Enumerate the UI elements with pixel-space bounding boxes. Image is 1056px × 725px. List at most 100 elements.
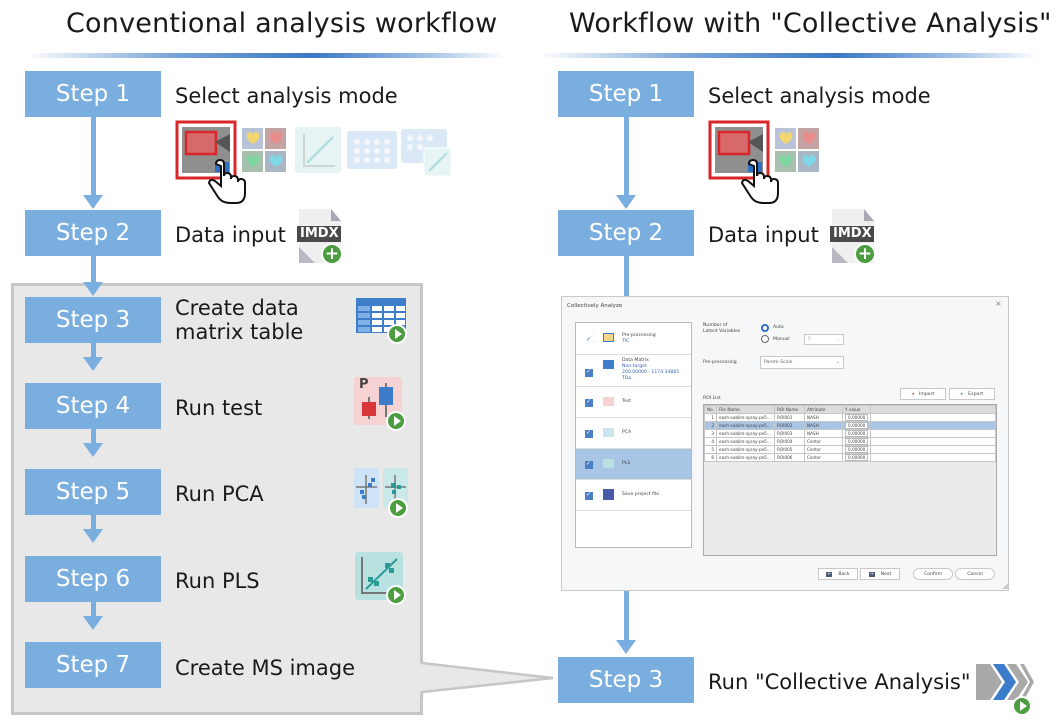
- chevron-down-icon: ⌄: [836, 337, 840, 342]
- pca-icon: [354, 468, 412, 524]
- left-step-5: Step 5: [25, 469, 161, 515]
- list-item-title: Data Matrix: [622, 358, 649, 363]
- checkbox[interactable]: [585, 491, 593, 500]
- dialog-title: Collectively Analyze: [567, 303, 623, 309]
- y-value-input[interactable]: 0.00000: [845, 454, 869, 461]
- cell-y-value: 0.00000: [841, 453, 872, 462]
- right-step-1-text: Select analysis mode: [708, 84, 931, 108]
- next-button[interactable]: → Next: [860, 568, 900, 580]
- import-button-label: Import: [919, 391, 935, 397]
- y-value-input[interactable]: 0.00000: [845, 414, 869, 421]
- arrow-down-icon: [83, 282, 103, 296]
- data-matrix-icon: [603, 360, 614, 369]
- column-header-roi-name[interactable]: ROI Name: [774, 405, 805, 414]
- imdx-file-label: IMDX: [300, 226, 339, 241]
- run-icon: [1012, 696, 1032, 716]
- column-header-no[interactable]: No.: [704, 405, 717, 414]
- analysis-mode-icon-set: [175, 120, 452, 204]
- resize-grip[interactable]: [1002, 583, 1008, 589]
- analysis-mode-icons-collective: [708, 120, 828, 219]
- cell-file-name: eash-sublim-spray-pe5...: [716, 453, 775, 462]
- y-value-input[interactable]: 0.00000: [845, 430, 869, 437]
- run-icon: [386, 411, 406, 431]
- checkbox[interactable]: [585, 429, 593, 438]
- cell-attribute: NASH: [804, 413, 843, 422]
- column-header-attribute[interactable]: Attribute: [804, 405, 843, 414]
- column-header-file-name[interactable]: File Name: [716, 405, 775, 414]
- preprocessing-value: Pareto Scale: [764, 360, 793, 365]
- export-button[interactable]: ▸Export: [949, 388, 995, 400]
- cell-y-value: 0.00000: [841, 437, 872, 446]
- list-item-title: PLS: [622, 461, 631, 466]
- cell-file-name: eash-sublim-spray-pe5...: [716, 437, 775, 446]
- arrow-down-icon: [616, 195, 636, 209]
- cancel-button[interactable]: Cancel: [955, 568, 995, 580]
- radio-auto[interactable]: [761, 324, 769, 332]
- y-value-input[interactable]: 0.00000: [845, 422, 869, 429]
- test-icon: P: [354, 377, 412, 435]
- y-value-input[interactable]: 0.00000: [845, 438, 869, 445]
- back-button[interactable]: ←Back: [818, 568, 858, 580]
- test-icon-letter: P: [359, 377, 369, 392]
- list-item-pls[interactable]: PLS: [576, 449, 691, 480]
- connector: [624, 256, 629, 296]
- latent-count-select[interactable]: 5⌄: [804, 334, 844, 345]
- list-item-pca[interactable]: PCA: [576, 418, 691, 449]
- confirm-button[interactable]: Confirm: [913, 568, 953, 580]
- left-step-5-text: Run PCA: [175, 482, 264, 506]
- left-heading-rule: [25, 53, 505, 58]
- cell-spacer: [870, 429, 996, 438]
- close-icon[interactable]: ×: [995, 299, 1002, 308]
- run-icon: [387, 324, 407, 344]
- list-item-test[interactable]: Test: [576, 387, 691, 418]
- latent-variables-label: Number of Latent Variables: [703, 323, 741, 334]
- radio-manual[interactable]: [761, 335, 769, 343]
- cell-spacer: [870, 413, 996, 422]
- arrow-down-icon: [616, 640, 636, 654]
- connector: [91, 515, 96, 531]
- next-arrow-icon: →: [868, 571, 875, 577]
- cell-spacer: [870, 453, 996, 462]
- left-step-1-text: Select analysis mode: [175, 84, 398, 108]
- preprocessing-label: Pre-processing: [703, 360, 737, 365]
- checkbox[interactable]: [585, 460, 593, 469]
- list-item-title: Pre-processing: [622, 333, 656, 338]
- collective-analysis-icon: [976, 662, 1038, 720]
- cell-attribute: Center: [804, 445, 843, 454]
- cell-spacer: [870, 445, 996, 454]
- right-step-3-text: Run "Collective Analysis": [708, 670, 971, 694]
- cell-file-name: eash-sublim-spray-pe5...: [716, 421, 775, 430]
- chevrons-icon: [976, 664, 1034, 700]
- list-item-save-project[interactable]: Save project file: [576, 480, 691, 511]
- back-button-label: Back: [838, 571, 850, 577]
- checkbox[interactable]: [585, 368, 593, 377]
- connector: [91, 343, 96, 359]
- preprocessing-select[interactable]: Pareto Scale⌄: [760, 356, 844, 369]
- left-step-2: Step 2: [25, 210, 161, 256]
- next-button-label: Next: [880, 571, 892, 577]
- checkbox[interactable]: [585, 398, 593, 407]
- cell-no: 4: [704, 437, 717, 446]
- left-step-3-text-line1: Create data: [175, 296, 299, 320]
- cell-y-value: 0.00000: [841, 445, 872, 454]
- y-value-input[interactable]: 0.00000: [845, 446, 869, 453]
- table-header-row: No. File Name ROI Name Attribute Y value: [704, 405, 996, 414]
- roi-list-label: ROI List: [703, 396, 721, 401]
- callout-pointer: [419, 660, 554, 698]
- cell-roi-name: ROI003: [774, 429, 805, 438]
- cell-roi-name: ROI004: [774, 437, 805, 446]
- latent-count-value: 5: [808, 337, 811, 342]
- radio-manual-label: Manual: [773, 337, 790, 342]
- cell-y-value: 0.00000: [841, 413, 872, 422]
- column-header-y-value[interactable]: Y value: [841, 405, 872, 414]
- import-button[interactable]: ◂Import: [900, 388, 946, 400]
